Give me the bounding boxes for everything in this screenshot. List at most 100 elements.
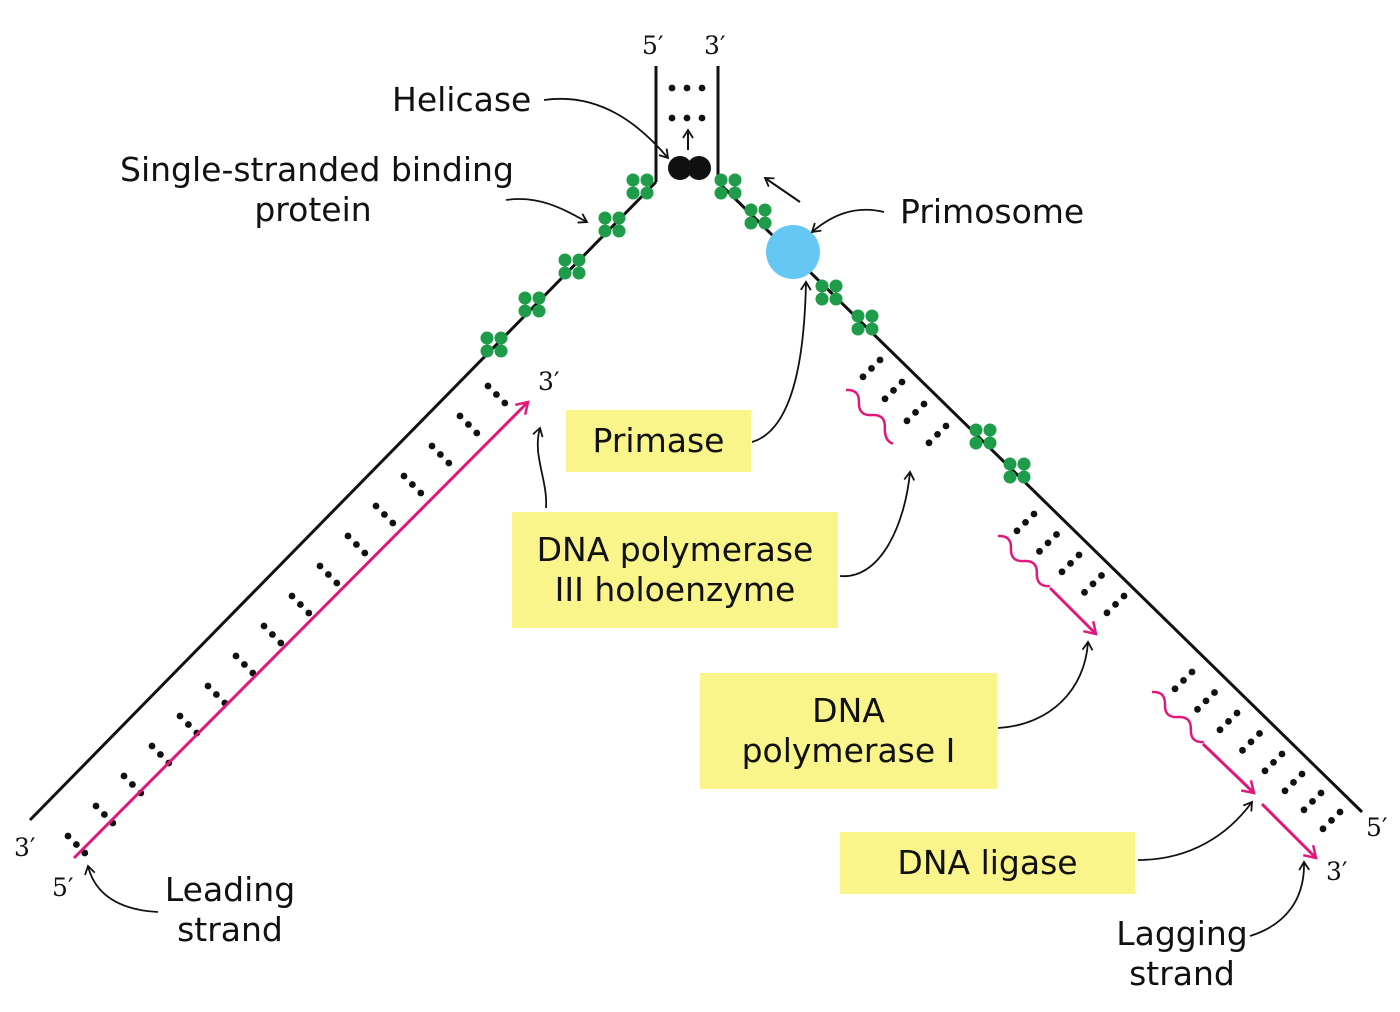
label-box-dna-polymerase-iii: DNA polymerase III holoenzyme <box>512 512 838 628</box>
label-pol1-line2: polymerase I <box>741 731 956 770</box>
lagging-base-pair-dot <box>1309 798 1316 805</box>
lagging-base-pair-dot <box>1030 510 1038 518</box>
leading-base-pair-dot <box>232 652 240 660</box>
lagging-base-pair-dot <box>868 365 875 372</box>
lagging-strand-callout-arrow <box>1249 860 1310 937</box>
primosome-icon <box>766 225 820 279</box>
leading-base-pair-dot <box>501 399 509 407</box>
leading-base-pair-dot <box>333 579 341 587</box>
lagging-base-pair-dot <box>1256 730 1263 737</box>
leading-base-pair-dot <box>213 691 220 698</box>
lagging-base-pair-dot <box>1336 808 1344 816</box>
leading-new-strand <box>72 402 528 860</box>
lagging-base-pair-dot <box>925 439 933 447</box>
leading-base-pair-dot <box>409 481 416 488</box>
lagging-base-pair-dot <box>1278 750 1286 758</box>
ssb-protein-icon <box>851 309 879 336</box>
lagging-base-pair-dot <box>1036 547 1043 555</box>
leading-base-pair-dot <box>92 802 100 810</box>
okazaki-fragments <box>845 388 1316 858</box>
lagging-base-pair-dot <box>1225 718 1232 725</box>
end-label-leading-new-3prime: 3′ <box>538 367 560 396</box>
okazaki-fragment-2 <box>1048 586 1096 634</box>
ssb-protein-icon <box>714 173 742 200</box>
leading-base-pair-dot <box>437 451 444 458</box>
ssb-protein-icon <box>744 203 772 230</box>
lagging-base-pair-dot <box>1112 601 1119 608</box>
end-label-leading-new-5prime: 5′ <box>52 873 74 902</box>
leading-base-pair-dot <box>493 391 500 398</box>
ssb-protein-icon <box>626 173 654 200</box>
lagging-base-pair-dot <box>1194 705 1201 713</box>
lagging-base-pair-dot <box>1067 560 1074 567</box>
rna-primer-1 <box>845 388 894 445</box>
lagging-base-pair-dot <box>1328 817 1335 824</box>
label-box-dna-polymerase-i: DNA polymerase I <box>700 673 997 789</box>
lagging-base-pair-dot <box>934 431 941 438</box>
ssb-protein-icon <box>480 331 508 358</box>
label-box-dna-ligase: DNA ligase <box>840 832 1135 894</box>
ssb-protein-icon <box>518 291 546 318</box>
lagging-base-pair-dot <box>1247 738 1255 746</box>
lagging-base-pair-dot <box>1171 685 1179 693</box>
lagging-base-pair-dot <box>1270 759 1277 766</box>
primase-callout-arrow <box>751 280 812 443</box>
lagging-base-pair-dot <box>1013 527 1021 535</box>
end-label-leading-template-3prime: 3′ <box>14 833 36 862</box>
leading-base-pair-dot <box>148 742 156 750</box>
lagging-base-pair-dot <box>1239 746 1246 754</box>
label-pol3-line2: III holoenzyme <box>554 570 796 609</box>
lagging-base-pair-dot <box>1317 789 1325 797</box>
leading-base-pair-dot <box>456 412 464 420</box>
leading-base-pair-dot <box>316 562 324 570</box>
ssb-protein-icon <box>1003 457 1031 484</box>
lagging-base-pair-dot <box>1233 709 1241 717</box>
label-lagging-line2: strand <box>1129 954 1235 993</box>
leading-template-strand <box>28 180 658 822</box>
lagging-base-pair-dot <box>1261 767 1269 775</box>
label-leading-line2: strand <box>177 910 283 949</box>
okazaki-fragment-4 <box>1260 802 1316 858</box>
label-helicase: Helicase <box>392 80 532 119</box>
lagging-base-pair-dot <box>1290 779 1297 786</box>
primosome-callout-arrow <box>810 208 885 234</box>
ssb-callout-arrow <box>505 198 589 224</box>
leading-base-pair-dot <box>260 622 268 630</box>
leading-base-pair-dot <box>389 519 397 527</box>
lagging-base-pair-dot <box>1188 668 1196 676</box>
lagging-base-pair-dot <box>920 400 928 408</box>
rna-primer-2 <box>997 534 1050 588</box>
lagging-base-pair-dot <box>1202 697 1210 705</box>
end-label-parent-3prime: 3′ <box>704 31 726 60</box>
leading-base-pair-dot <box>269 631 276 638</box>
lagging-base-pair-dot <box>1098 572 1105 579</box>
end-label-parent-5prime: 5′ <box>642 31 664 60</box>
label-box-primase: Primase <box>566 410 751 472</box>
pol3-callout-arrow-lagging <box>839 470 916 577</box>
leading-base-pair-dot <box>473 429 481 437</box>
leading-base-pair-dot <box>204 682 212 690</box>
leading-base-pair-dot <box>305 609 313 617</box>
label-pol1-line1: DNA <box>812 691 885 730</box>
lagging-base-pair-dot <box>1319 825 1327 833</box>
ssb-protein-icon <box>815 279 843 306</box>
ssb-protein-icon <box>598 211 626 238</box>
base-pair-dot <box>683 84 691 92</box>
lagging-base-pair-dot <box>1081 588 1088 596</box>
lagging-base-pair-dot <box>1075 551 1083 559</box>
ssb-protein-icon <box>969 423 997 450</box>
leading-base-pair-dot <box>361 549 369 557</box>
label-pol3-line1: DNA polymerase <box>536 530 814 569</box>
lagging-base-pair-dot <box>1120 592 1128 600</box>
lagging-base-pair-dot <box>1044 539 1052 547</box>
lagging-base-pair-dot <box>1089 580 1097 588</box>
label-leading-strand: Leading strand <box>160 870 300 950</box>
lagging-base-pair-dot <box>1211 689 1218 696</box>
label-lagging-strand: Lagging strand <box>1112 914 1252 994</box>
leading-base-pair-dot <box>176 712 184 720</box>
primosome-direction-arrow <box>763 177 801 203</box>
leading-strand-callout-arrow <box>84 864 159 913</box>
label-primase: Primase <box>592 421 725 460</box>
leading-base-pair-dot <box>157 751 164 758</box>
